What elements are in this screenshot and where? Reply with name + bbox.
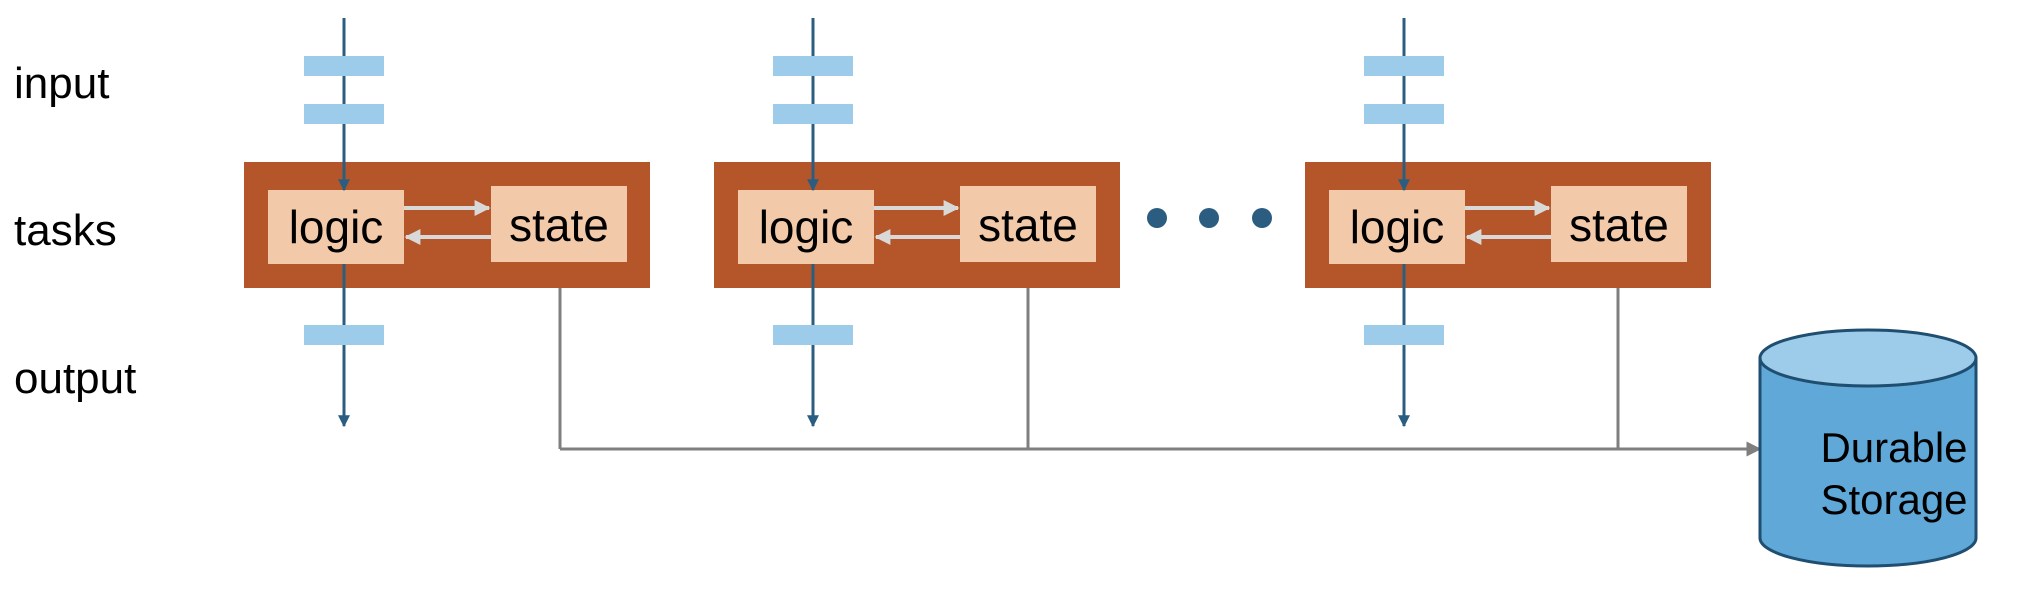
input-record	[304, 56, 384, 76]
storage-label-line2: Storage	[1820, 476, 1967, 523]
input-record	[773, 104, 853, 124]
input-record	[1364, 104, 1444, 124]
database-cylinder-icon: Durable Storage	[1758, 328, 1978, 568]
state-label: state	[509, 199, 609, 251]
input-record	[773, 56, 853, 76]
ellipsis-dot	[1147, 208, 1167, 228]
state-box	[1551, 186, 1687, 262]
state-box	[960, 186, 1096, 262]
logic-label: logic	[1350, 201, 1445, 253]
task-1: logic state	[244, 18, 650, 428]
logic-label: logic	[759, 201, 854, 253]
logic-box	[738, 190, 874, 264]
state-connectors	[558, 264, 1762, 457]
task-2: logic state	[714, 18, 1120, 428]
state-label: state	[1569, 199, 1669, 251]
row-label-tasks: tasks	[14, 206, 117, 255]
output-record	[304, 325, 384, 345]
logic-box	[1329, 190, 1465, 264]
input-record	[1364, 56, 1444, 76]
row-label-input: input	[14, 59, 109, 108]
logic-box	[268, 190, 404, 264]
logic-label: logic	[289, 201, 384, 253]
state-box	[491, 186, 627, 262]
task-3: logic state	[1305, 18, 1711, 428]
ellipsis-dot	[1252, 208, 1272, 228]
storage-label-line1: Durable	[1820, 424, 1967, 471]
input-record	[304, 104, 384, 124]
row-label-output: output	[14, 354, 136, 403]
ellipsis-dot	[1199, 208, 1219, 228]
output-record	[1364, 325, 1444, 345]
storage-body	[1758, 356, 1978, 568]
output-record	[773, 325, 853, 345]
ellipsis-dots-icon	[1147, 208, 1272, 228]
storage-top	[1758, 328, 1978, 388]
state-label: state	[978, 199, 1078, 251]
